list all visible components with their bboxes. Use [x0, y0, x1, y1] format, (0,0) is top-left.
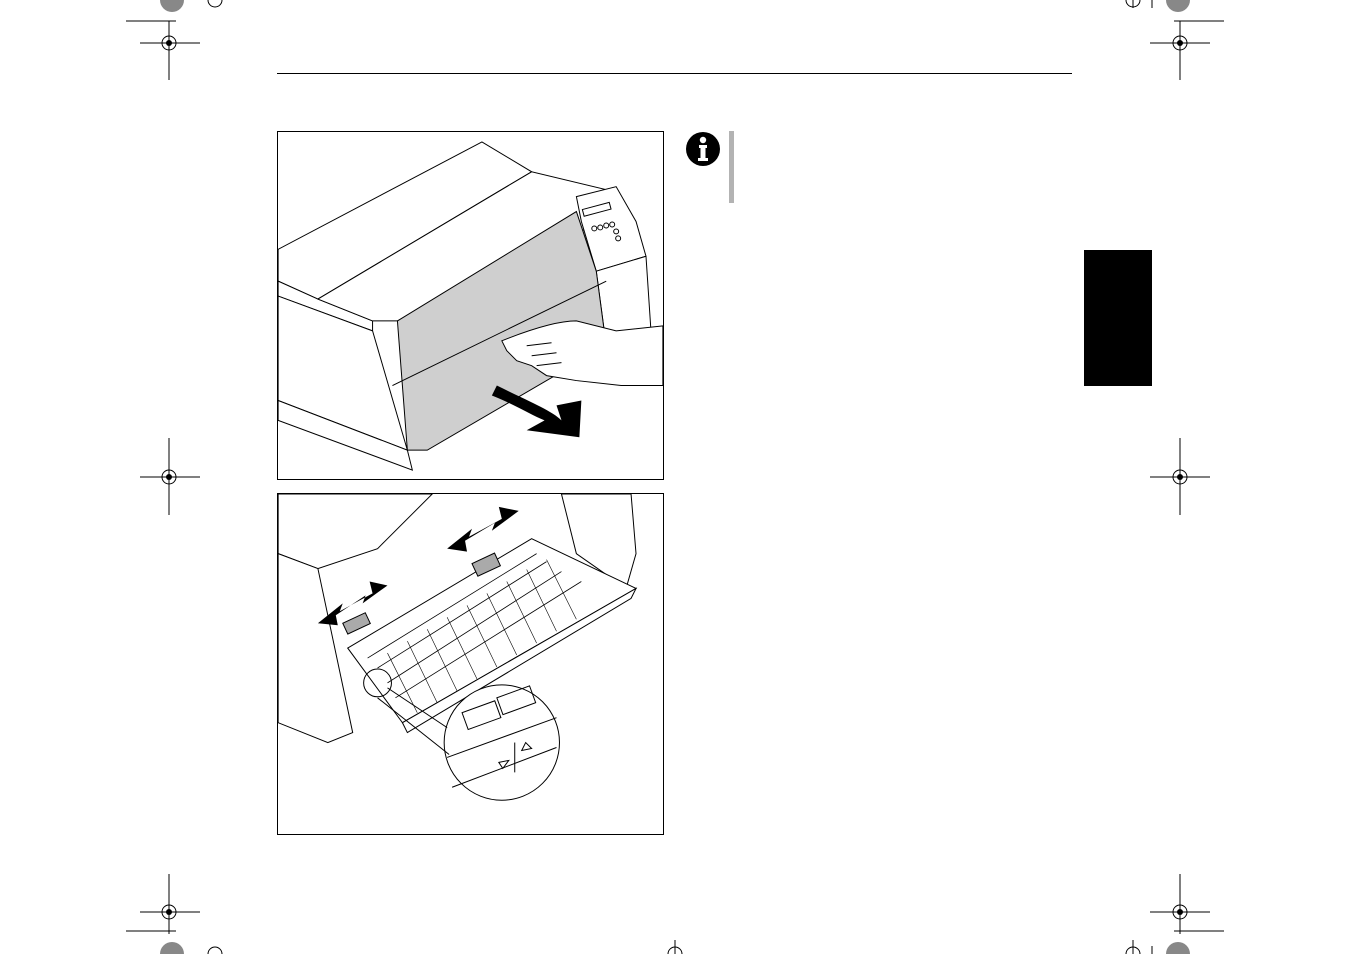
printer-open-front-cover-illustration [278, 132, 663, 479]
figure-paper-guides [277, 493, 664, 835]
note-bar [729, 131, 734, 203]
figure-open-front-cover [277, 131, 664, 480]
printer-paper-guides-illustration [278, 494, 663, 834]
info-icon [685, 131, 721, 167]
chapter-side-tab [1084, 250, 1152, 386]
header-rule [277, 73, 1072, 74]
